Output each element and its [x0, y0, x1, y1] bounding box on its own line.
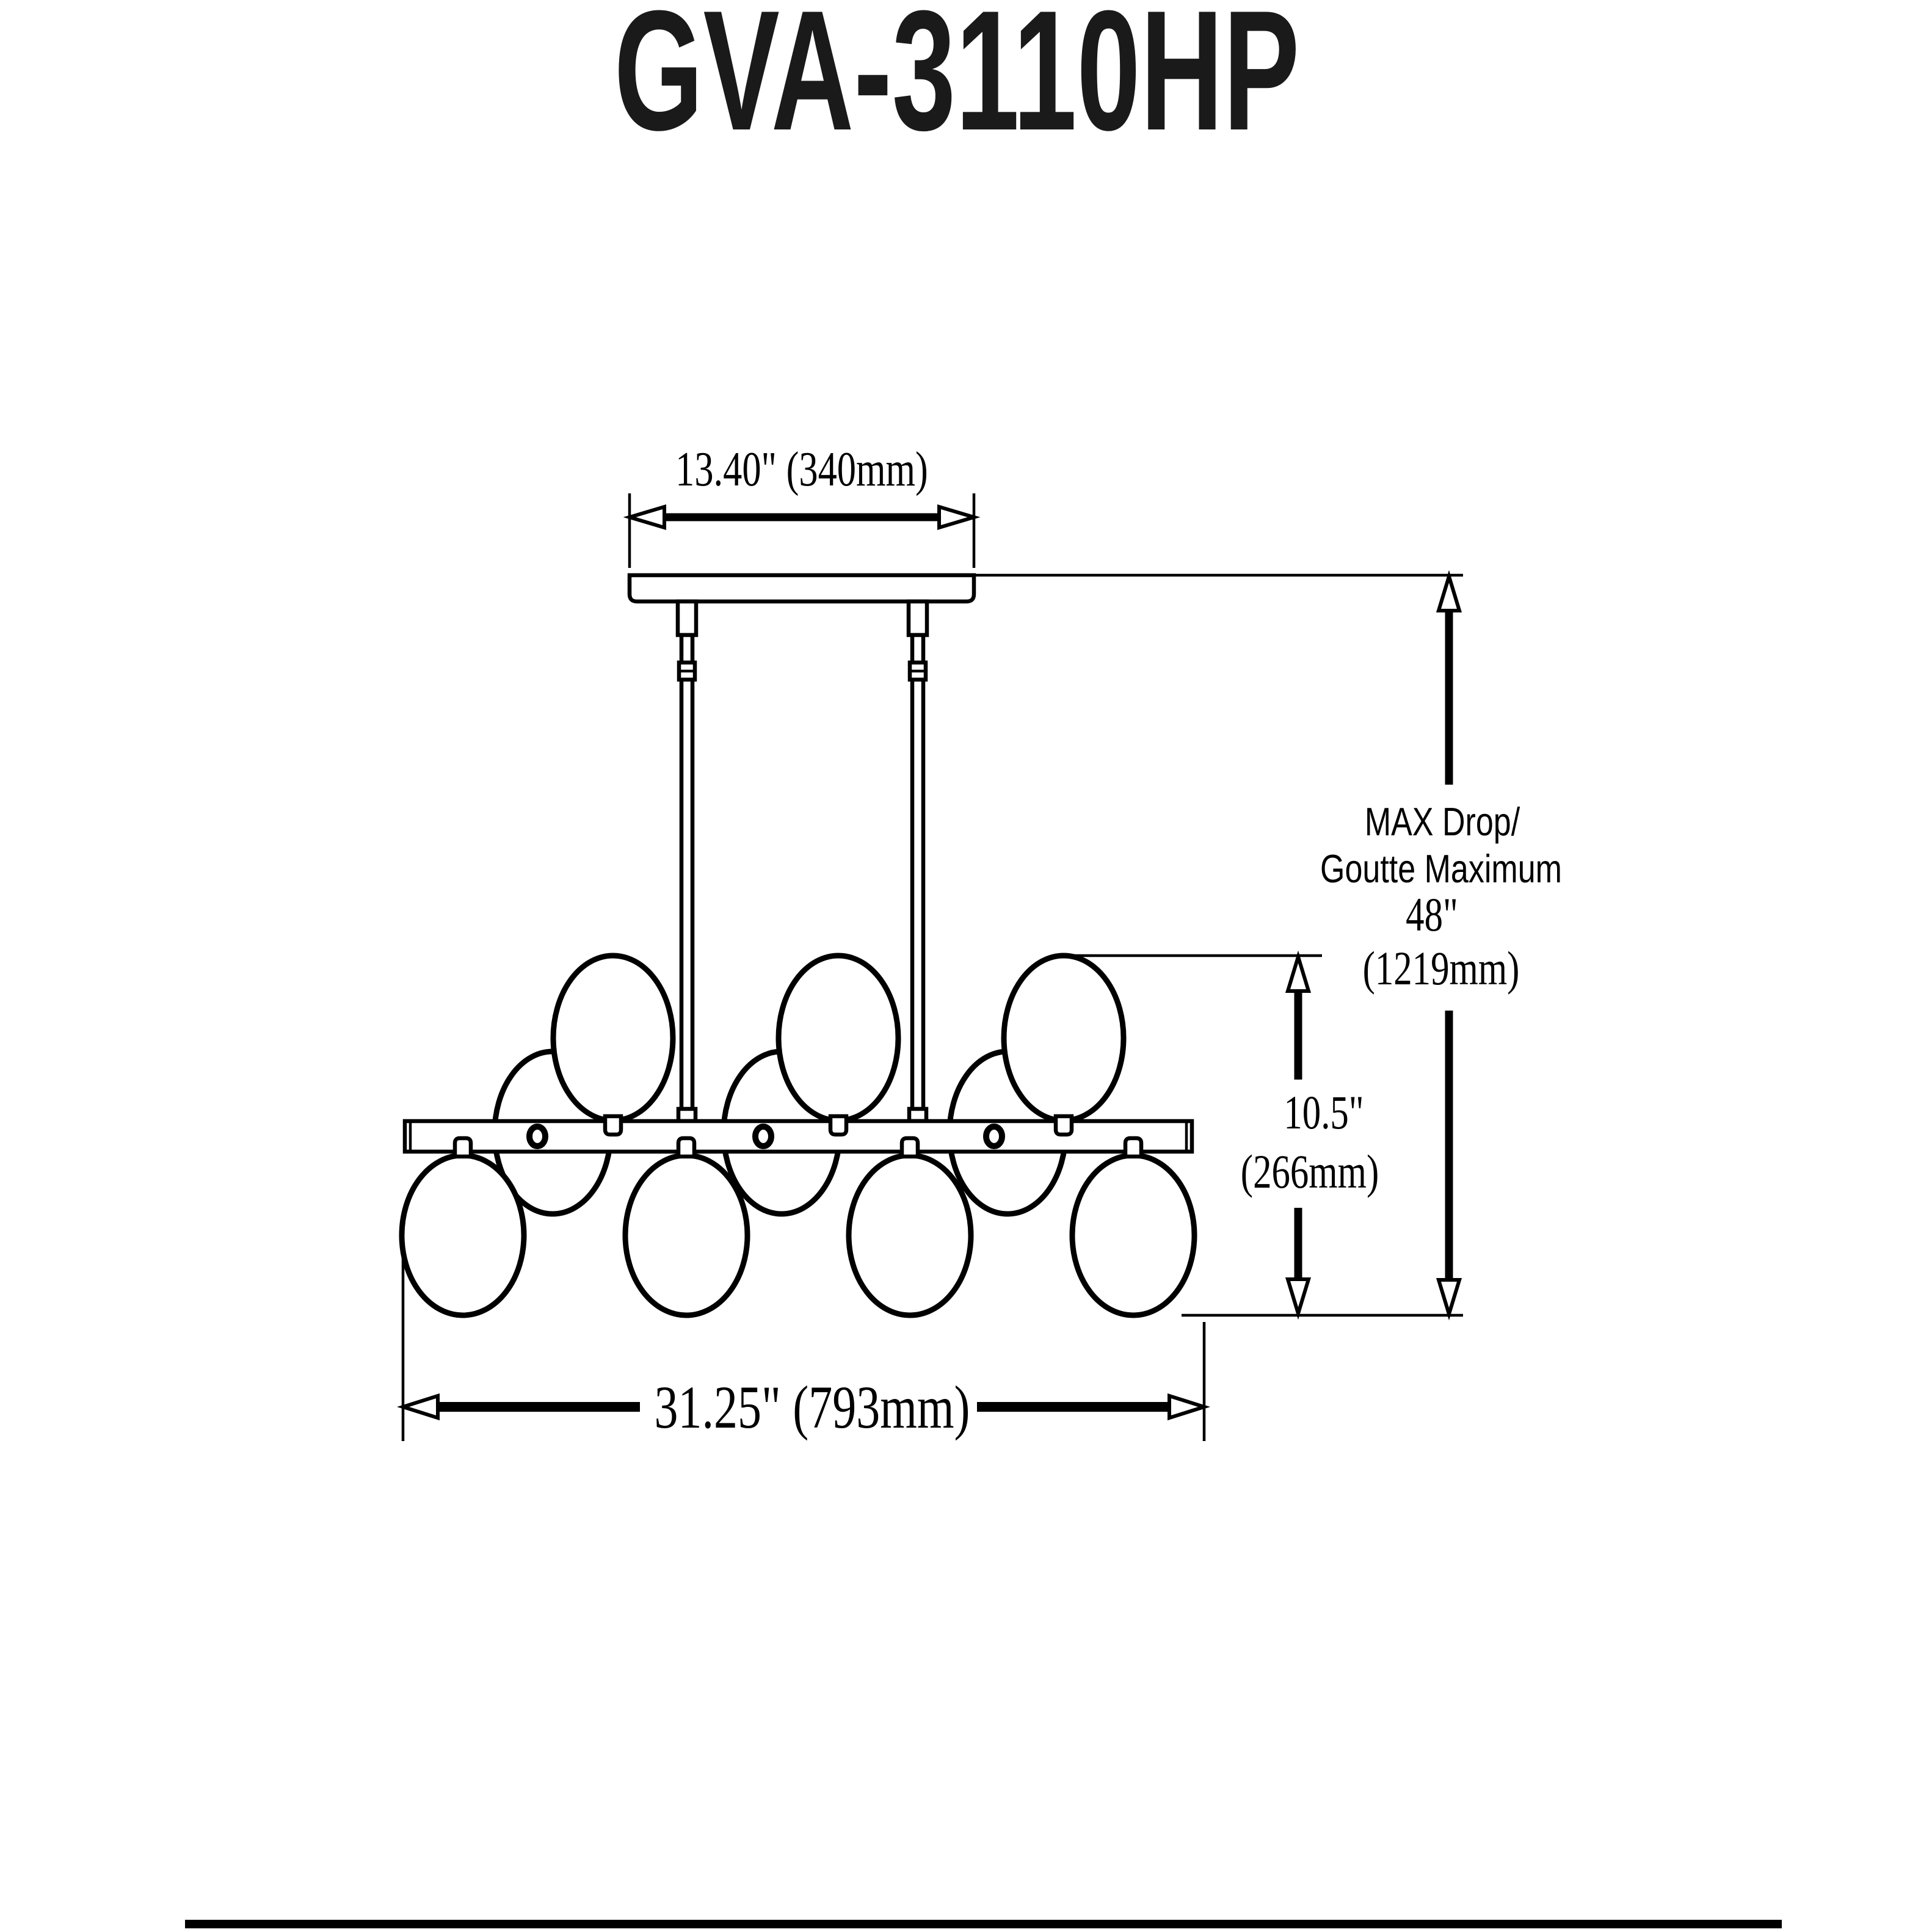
dim-max-drop: MAX Drop/ Goutte Maximum 48" (1219mm)	[1320, 570, 1562, 1321]
ceiling-canopy	[627, 573, 976, 604]
overall-width-label: 31.25" (793mm)	[654, 1374, 970, 1441]
socket-upper-1	[603, 1114, 623, 1137]
grommet-3	[983, 1124, 1005, 1149]
dim-canopy-width: 13.40" (340mm)	[623, 442, 981, 568]
socket-lower-4	[1123, 1136, 1144, 1159]
globe-lower-1	[399, 1152, 527, 1318]
product-code-title: GVA-3110HP	[614, 0, 1300, 166]
footer-divider	[185, 1920, 1782, 1928]
max-drop-inches: 48"	[1406, 889, 1458, 942]
body-height-mm: (266mm)	[1241, 1146, 1379, 1199]
max-drop-mm: (1219mm)	[1363, 943, 1520, 995]
socket-upper-3	[1053, 1114, 1074, 1137]
max-drop-label-fr: Goutte Maximum	[1320, 848, 1562, 892]
grommet-2	[752, 1124, 774, 1149]
grommet-1	[526, 1124, 548, 1149]
downrod-right	[906, 599, 929, 1124]
body-height-inches: 10.5"	[1284, 1087, 1364, 1139]
globe-upper-3	[1001, 953, 1127, 1124]
downrod-left	[675, 599, 699, 1124]
socket-upper-2	[828, 1114, 849, 1137]
canopy-width-label: 13.40" (340mm)	[675, 442, 928, 496]
socket-lower-1	[452, 1136, 473, 1159]
globe-lower-3	[846, 1152, 974, 1318]
socket-lower-2	[676, 1136, 697, 1159]
dim-body-height: 10.5" (266mm)	[1241, 950, 1379, 1320]
globe-lower-4	[1069, 1152, 1197, 1318]
support-bar	[402, 1119, 1194, 1154]
globe-upper-2	[775, 953, 901, 1124]
globe-upper-1	[550, 953, 676, 1124]
fixture-drawing	[399, 573, 1197, 1318]
max-drop-label-en: MAX Drop/	[1365, 801, 1520, 844]
socket-lower-3	[899, 1136, 920, 1159]
globe-lower-2	[622, 1152, 750, 1318]
globe-sockets	[452, 1114, 1144, 1159]
dim-overall-width: 31.25" (793mm)	[397, 1255, 1210, 1441]
